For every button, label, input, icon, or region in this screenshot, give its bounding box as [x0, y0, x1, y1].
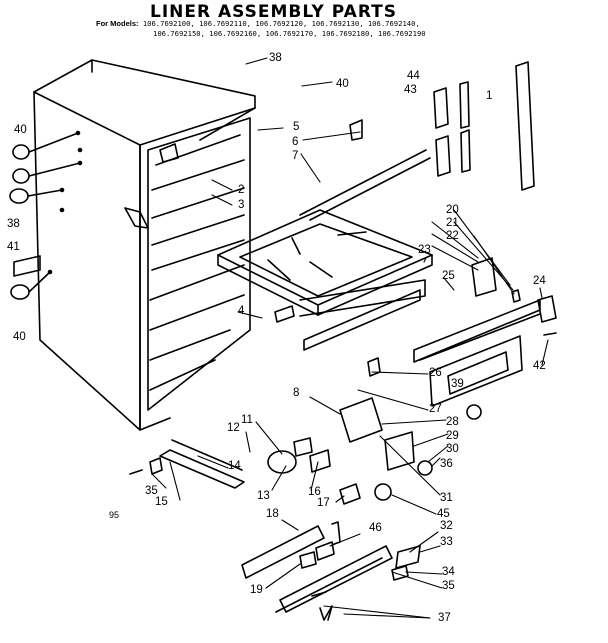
callout-21: 21	[446, 217, 459, 229]
callout-14: 14	[228, 460, 241, 472]
callout-12: 12	[227, 422, 240, 434]
callout-3: 3	[238, 199, 245, 211]
callout-4: 4	[238, 305, 245, 317]
callout-23: 23	[418, 244, 431, 256]
callout-30: 30	[446, 443, 459, 455]
callout-13: 13	[257, 490, 270, 502]
model-list: For Models: 106.7692100, 106.7692110, 10…	[96, 19, 606, 39]
callout-32: 32	[440, 520, 453, 532]
callout-11: 11	[241, 414, 253, 426]
cabinet-liner	[33, 59, 256, 431]
callout-25: 25	[442, 270, 455, 282]
callout-29: 29	[446, 430, 459, 442]
callout-26: 26	[429, 367, 442, 379]
callout-31: 31	[440, 492, 453, 504]
callout-37: 37	[438, 612, 451, 624]
callout-34: 34	[442, 566, 455, 578]
callout-17: 17	[317, 497, 330, 509]
models-label: For Models:	[96, 19, 139, 28]
callout-24: 24	[533, 275, 546, 287]
model-line-2: 106.7692150, 106.7692160, 106.7692170, 1…	[96, 29, 606, 39]
lower-rail	[129, 439, 341, 545]
callout-40-left: 40	[14, 124, 27, 136]
callout-18: 18	[266, 508, 279, 520]
model-numbers-1: 106.7692100, 106.7692110, 106.7692120, 1…	[142, 19, 420, 28]
callout-22: 22	[446, 230, 459, 242]
callout-40-top: 40	[336, 78, 349, 90]
control-panel-rails	[367, 257, 557, 407]
callout-7: 7	[292, 150, 299, 162]
left-side-parts	[9, 132, 81, 300]
callout-33: 33	[440, 536, 453, 548]
callout-20: 20	[446, 204, 459, 216]
callout-39: 39	[451, 378, 464, 390]
callout-35-left: 35	[145, 485, 158, 497]
callout-35-right: 35	[442, 580, 455, 592]
callout-43: 43	[404, 84, 417, 96]
callout-2: 2	[238, 184, 245, 196]
control-housing	[267, 397, 482, 505]
callout-15: 15	[155, 496, 168, 508]
callout-1: 1	[486, 90, 493, 102]
model-numbers-2: 106.7692150, 106.7692160, 106.7692170, 1…	[153, 29, 426, 38]
callout-38-top: 38	[269, 52, 282, 64]
callout-41: 41	[7, 241, 20, 253]
callout-44: 44	[407, 70, 420, 82]
callout-46: 46	[369, 522, 382, 534]
callout-40-bottom: 40	[13, 331, 26, 343]
callout-6: 6	[292, 136, 299, 148]
callout-36: 36	[440, 458, 453, 470]
model-line-1: For Models: 106.7692100, 106.7692110, 10…	[96, 19, 606, 29]
callout-45: 45	[437, 508, 450, 520]
page-code: 95	[109, 510, 120, 520]
leader-lines	[151, 57, 549, 619]
shelf-frame	[217, 119, 433, 351]
callout-16: 16	[308, 486, 321, 498]
callout-19: 19	[250, 584, 263, 596]
callout-28: 28	[446, 416, 459, 428]
callout-38-left: 38	[7, 218, 20, 230]
callout-8: 8	[293, 387, 300, 399]
trim-strips	[433, 61, 535, 191]
callout-42: 42	[533, 360, 546, 372]
callout-5: 5	[293, 121, 300, 133]
diagram-title: LINER ASSEMBLY PARTS	[150, 2, 398, 22]
drawer-strips	[241, 525, 421, 621]
callout-27: 27	[429, 403, 442, 415]
